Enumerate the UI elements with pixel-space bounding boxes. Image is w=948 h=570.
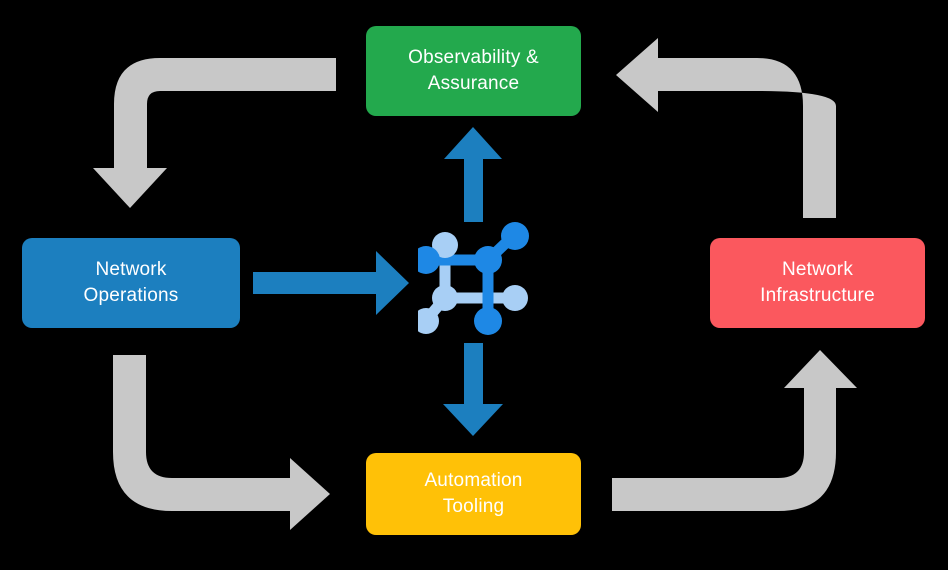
blue-arrow-center-to-observability: [444, 127, 502, 222]
gray-arrow-infrastructure-to-observability: [616, 38, 836, 218]
network-node-mid-left: [432, 285, 458, 311]
node-network-operations[interactable]: Network Operations: [22, 238, 240, 328]
gray-arrow-operations-to-automation: [113, 355, 330, 530]
network-topology-icon: [412, 218, 538, 338]
node-observability-assurance[interactable]: Observability & Assurance: [366, 26, 581, 116]
blue-arrow-center-to-automation: [443, 343, 503, 436]
network-node-top: [432, 232, 458, 258]
node-network-infrastructure[interactable]: Network Infrastructure: [710, 238, 925, 328]
network-node-mid-right: [502, 285, 528, 311]
network-node-top-right: [501, 222, 529, 250]
network-node-bottom-left: [413, 308, 439, 334]
network-node-bottom: [474, 307, 502, 335]
gray-arrow-infrastructure-stem: [803, 110, 836, 218]
node-automation-tooling[interactable]: Automation Tooling: [366, 453, 581, 535]
gray-arrow-observability-to-operations: [93, 58, 336, 208]
blue-arrow-operations-to-center: [253, 251, 409, 315]
network-node-center: [474, 246, 502, 274]
gray-arrow-automation-to-infrastructure: [612, 350, 857, 511]
network-node-left: [412, 246, 440, 274]
